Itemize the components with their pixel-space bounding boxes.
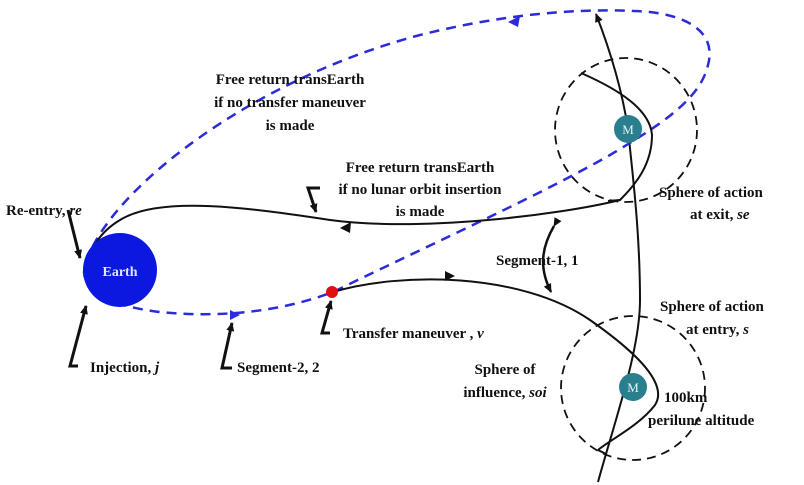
direction-arrow-icon [508,16,520,27]
label-soi: Sphere of influence, soi [463,362,547,401]
pointer-arrows [66,186,333,370]
svg-text:Sphere of action: Sphere of action [659,185,764,201]
svg-text:if no lunar orbit insertion: if no lunar orbit insertion [338,182,502,198]
label-transfer-maneuver: Transfer maneuver , v [343,326,484,342]
segment-1-double-arrow [541,217,562,293]
trajectory-tick [597,449,607,455]
free-return-loi-trajectory [85,72,654,271]
label-soa-entry: Sphere of action at entry, s [660,299,765,338]
direction-arrow-icon [445,271,455,281]
svg-text:is made: is made [266,118,315,134]
svg-text:100km: 100km [664,390,708,406]
label-segment-2: Segment-2, 2 [237,360,320,376]
svg-text:influence, soi: influence, soi [463,385,547,401]
label-segment-1: Segment-1, 1 [496,253,579,269]
moon-entry [619,373,647,401]
moon-label: M [627,380,639,395]
svg-text:is made: is made [396,204,445,220]
svg-text:perilune altitude: perilune altitude [648,413,755,429]
label-free-return-transfer: Free return transEarth if no transfer ma… [214,72,366,134]
direction-arrow-icon [340,222,351,233]
label-soa-exit: Sphere of action at exit, se [659,185,764,223]
svg-text:Free return transEarth: Free return transEarth [216,72,365,88]
free-return-transfer-trajectory [82,9,711,316]
transfer-maneuver-point [326,286,338,298]
direction-arrow-icon [230,310,240,320]
earth [83,233,157,307]
svg-text:at entry, s: at entry, s [686,322,749,338]
label-injection: Injection, j [90,360,160,376]
svg-text:at exit, se: at exit, se [690,207,750,223]
earth-label: Earth [103,265,138,280]
label-free-return-loi: Free return transEarth if no lunar orbit… [338,160,502,220]
sphere-of-influence-entry [560,315,706,461]
trajectory-tick [607,199,621,202]
moon-exit [614,115,642,143]
svg-text:if no transfer maneuver: if no transfer maneuver [214,95,366,111]
svg-text:Sphere of: Sphere of [475,362,537,378]
sphere-of-influence-exit [554,57,698,203]
label-reentry: Re-entry, re [6,203,82,219]
label-perilune: 100km perilune altitude [648,390,755,429]
svg-text:Sphere of action: Sphere of action [660,299,765,315]
moon-label: M [622,122,634,137]
segment-1-outbound-trajectory [332,278,660,451]
svg-text:Free return transEarth: Free return transEarth [346,160,495,176]
